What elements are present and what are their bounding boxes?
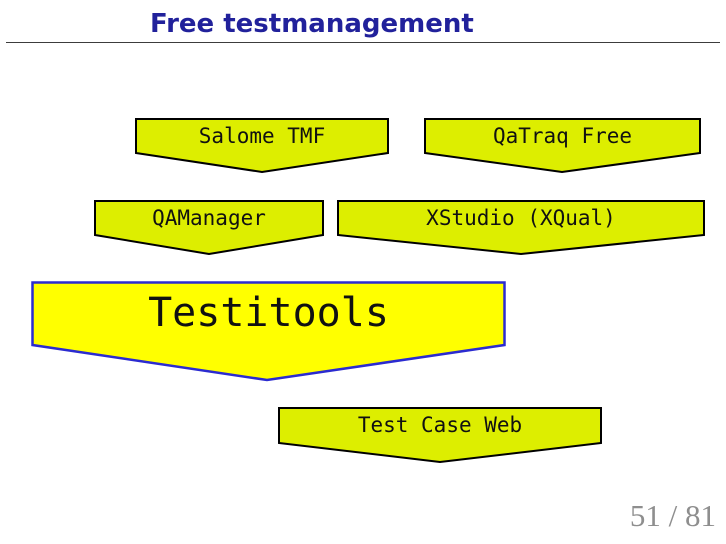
banner-test-case-web: Test Case Web xyxy=(278,407,602,463)
banner-label: Testitools xyxy=(148,290,389,336)
banner-qamanager: QAManager xyxy=(94,200,324,255)
banner-label: QAManager xyxy=(152,205,266,230)
title-rule xyxy=(6,42,720,43)
banner-shape xyxy=(278,407,602,463)
banner-label: QaTraq Free xyxy=(492,123,633,148)
banner-shape xyxy=(135,118,389,173)
page-number: 51 / 81 xyxy=(629,498,716,533)
banner-xstudio-xqual: XStudio (XQual) xyxy=(337,200,705,255)
banner-shape xyxy=(424,118,701,173)
page-title: Free testmanagement xyxy=(150,9,474,39)
banner-shape xyxy=(337,200,705,255)
banner-label: XStudio (XQual) xyxy=(426,205,616,230)
banner-label: Test Case Web xyxy=(357,413,523,437)
banner-qatraq-free: QaTraq Free xyxy=(424,118,701,173)
banner-shape xyxy=(94,200,324,255)
banner-salome-tmf: Salome TMF xyxy=(135,118,389,173)
banner-shape xyxy=(31,281,506,382)
banner-testitools: Testitools xyxy=(31,281,506,382)
banner-label: Salome TMF xyxy=(198,123,326,148)
